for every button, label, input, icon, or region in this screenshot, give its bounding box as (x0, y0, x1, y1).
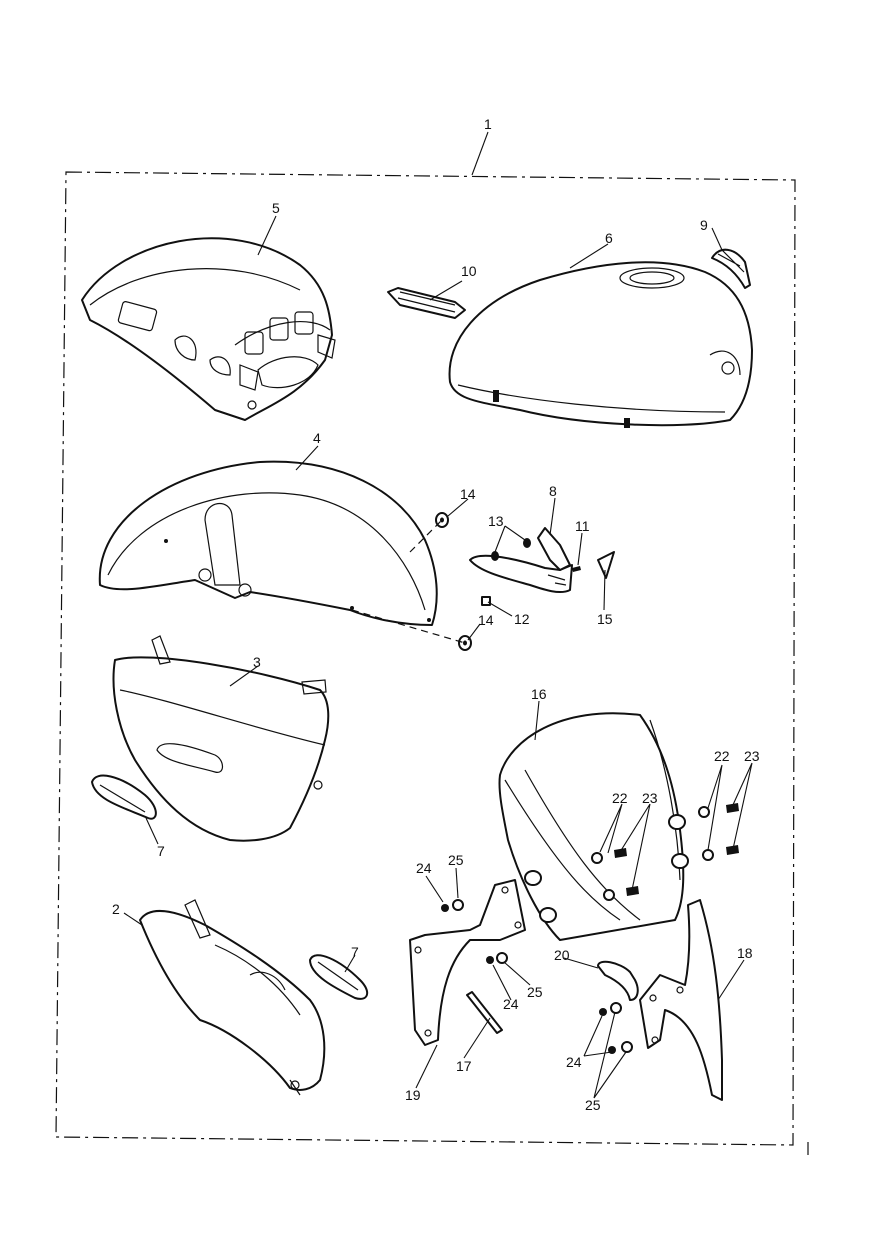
callout-22-right: 22 (714, 748, 730, 764)
part-23-screws (614, 803, 739, 896)
callout-25-lower: 25 (585, 1097, 601, 1113)
part-9-knee-pad (711, 248, 751, 289)
callout-17: 17 (456, 1058, 472, 1074)
part-15-reflector (597, 551, 615, 579)
callout-25-left: 25 (448, 852, 464, 868)
part-25-washers (452, 899, 633, 1053)
callout-23-right: 23 (744, 748, 760, 764)
callout-14-bottom: 14 (478, 612, 494, 628)
part-11-bolt (572, 566, 581, 572)
callout-7-right: 7 (351, 944, 359, 960)
callout-14-top: 14 (460, 486, 476, 502)
callout-5: 5 (272, 200, 280, 216)
callout-1: 1 (484, 116, 492, 132)
part-20-clip (597, 960, 639, 1001)
callout-16: 16 (531, 686, 547, 702)
leader-lines (123, 131, 753, 1099)
part-3-side-panel (112, 635, 330, 842)
part-8-bracket (469, 527, 573, 594)
callout-18: 18 (737, 945, 753, 961)
kit-boundary (55, 171, 796, 1146)
callout-19: 19 (405, 1087, 421, 1103)
callout-12: 12 (514, 611, 530, 627)
callout-24-lower: 24 (566, 1054, 582, 1070)
part-5-rear-mudguard (81, 237, 336, 421)
callout-11: 11 (575, 518, 590, 534)
part-2-side-panel (139, 899, 326, 1096)
callout-13: 13 (488, 513, 504, 529)
part-13-grommets (491, 538, 531, 561)
callout-24-center: 24 (503, 996, 519, 1012)
part-17-strip (466, 991, 503, 1034)
callout-7-left: 7 (157, 843, 165, 859)
callout-4: 4 (313, 430, 321, 446)
part-12-fastener (481, 596, 491, 606)
part-6-fuel-tank (448, 261, 753, 428)
part-4-front-mudguard (98, 460, 438, 626)
callout-9: 9 (700, 217, 708, 233)
part-7-reflector-left (91, 774, 157, 820)
callout-2: 2 (112, 901, 120, 917)
callout-6: 6 (605, 230, 613, 246)
part-10-tank-badge (387, 287, 466, 319)
part-16-windscreen (498, 712, 689, 941)
callout-23-mid: 23 (642, 790, 658, 806)
part-19-bracket-left (409, 879, 526, 1046)
callout-15: 15 (597, 611, 613, 627)
callout-3: 3 (253, 654, 261, 670)
part-18-bracket-right (639, 899, 723, 1101)
part-7-reflector-right (309, 954, 369, 1000)
callout-20: 20 (554, 947, 570, 963)
callout-10: 10 (461, 263, 477, 279)
callout-24-left: 24 (416, 860, 432, 876)
callout-22-mid: 22 (612, 790, 628, 806)
callout-8: 8 (549, 483, 557, 499)
callout-25-center: 25 (527, 984, 543, 1000)
